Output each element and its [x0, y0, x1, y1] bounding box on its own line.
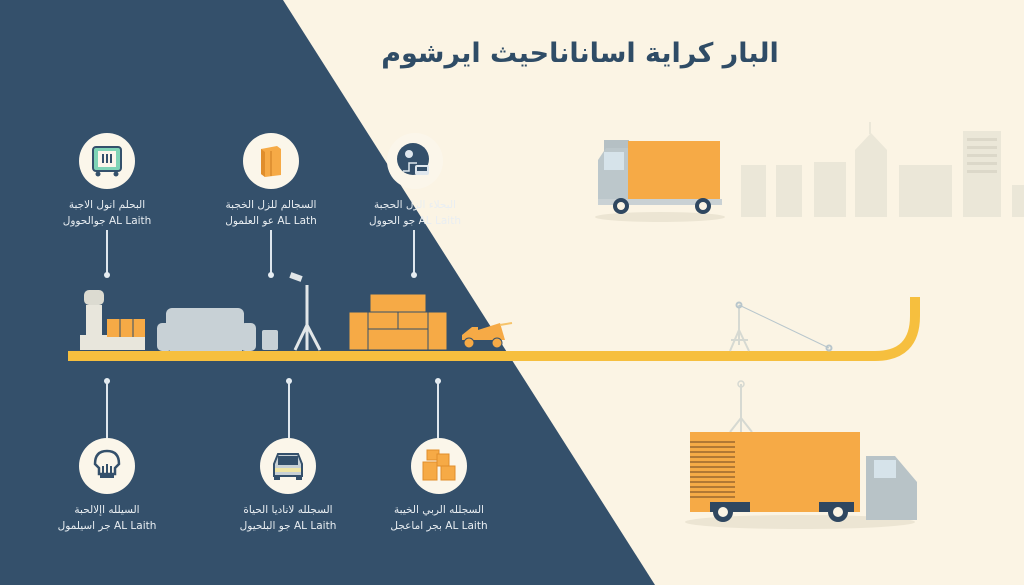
step-label-line1: السجلله لاناديا الحياة — [243, 504, 333, 516]
van-icon — [397, 143, 429, 175]
step-label-line2: AL Laith بجر اماعجل — [390, 520, 488, 532]
sofa-furniture — [157, 308, 278, 351]
step-icon-circle — [79, 133, 135, 189]
connector-dot — [411, 272, 417, 278]
navy-panel — [0, 0, 655, 585]
trolley-icon — [92, 146, 122, 177]
step-icon-circle — [260, 438, 316, 494]
city-skyline — [741, 122, 1024, 217]
dresser-furniture — [348, 293, 448, 351]
connector-dot — [104, 272, 110, 278]
step-label-line1: السجلله الربي الخيبة — [394, 504, 484, 516]
truck-top — [595, 140, 725, 222]
step-label-line2: AL Laith جر اسيلمول — [57, 520, 157, 532]
step-label-line1: السجالم للزل الخجبة — [225, 199, 317, 211]
step-top-1: البحلم انول الاجبة AL Laith جوالحوول — [37, 133, 177, 229]
step-label-line2: AL Lath عو العلمول — [225, 215, 317, 227]
connector-line — [437, 380, 439, 438]
step-top-2: السجالم للزل الخجبة AL Lath عو العلمول — [201, 133, 341, 229]
step-bottom-2: السجلله لاناديا الحياة AL Laith جو البلح… — [218, 438, 358, 534]
step-bottom-1: السيلله اإلالحبة AL Laith جر اسيلمول — [37, 438, 177, 534]
dump-truck-small — [462, 322, 513, 349]
boxes-icon — [422, 449, 456, 481]
lamp-icon — [93, 449, 121, 478]
box-icon — [261, 146, 281, 177]
step-bottom-3: السجلله الربي الخيبة AL Laith بجر اماعجل — [369, 438, 509, 534]
step-label-line2: AL Laith جو الحوول — [369, 215, 461, 227]
step-icon-circle — [387, 133, 443, 189]
connector-line — [270, 230, 272, 274]
connector-line — [106, 380, 108, 438]
step-label-line1: البحلاء الزل الحجبة — [374, 199, 456, 211]
connector-dot — [268, 272, 274, 278]
connector-line — [413, 230, 415, 274]
cabinet-furniture — [80, 290, 145, 350]
truck-bottom — [685, 380, 917, 529]
step-label-line1: السيلله اإلالحبة — [74, 504, 140, 516]
step-label-line2: AL Laith جوالحوول — [62, 215, 152, 227]
step-top-3: البحلاء الزل الحجبة AL Laith جو الحوول — [345, 133, 485, 229]
car-icon — [273, 453, 303, 480]
step-icon-circle — [79, 438, 135, 494]
crane-icon — [729, 301, 833, 352]
step-label-line1: البحلم انول الاجبة — [68, 199, 146, 211]
connector-line — [106, 230, 108, 274]
step-icon-circle — [411, 438, 467, 494]
page-title: البار كراية اساناناحيث ايرشوم — [381, 38, 779, 69]
floor-lamp — [289, 272, 322, 351]
timeline-track — [68, 297, 920, 361]
connector-line — [288, 380, 290, 438]
step-label-line2: AL Laith جو البلحيول — [239, 520, 337, 532]
step-icon-circle — [243, 133, 299, 189]
